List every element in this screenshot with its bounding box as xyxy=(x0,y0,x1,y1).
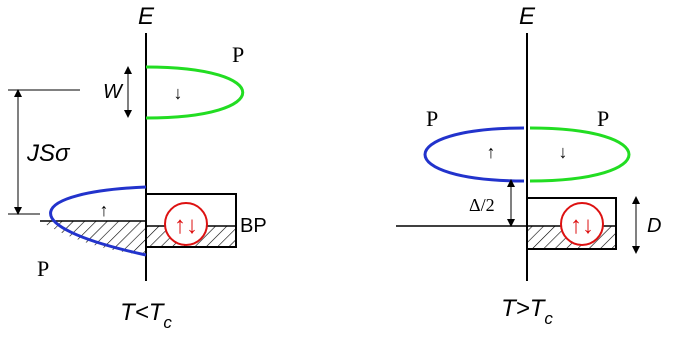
right-bipolaron-pair-circle xyxy=(560,202,604,246)
exchange-splitting-label: JSσ xyxy=(26,140,71,167)
left-condition-label: T<Tc xyxy=(120,299,172,332)
left-energy-axis-label: E xyxy=(138,3,155,30)
right-spin-down-polaron-band xyxy=(529,126,631,183)
right-bipolaron-pair-symbol: ↑↓ xyxy=(570,213,594,239)
right-left-band-label: P xyxy=(426,106,438,131)
left-condition-base: T<T xyxy=(120,299,166,326)
right-energy-axis-label: E xyxy=(519,3,536,30)
left-lower-band-label: P xyxy=(37,256,49,281)
bipolaron-band-label: BP xyxy=(240,215,267,237)
right-spin-up-arrow: ↑ xyxy=(487,142,496,162)
left-upper-spin-down-arrow: ↓ xyxy=(174,83,183,103)
right-panel: E P ↑ P ↓ Δ/2 ↑↓ D T>Tc xyxy=(396,3,661,328)
left-lower-polaron-band xyxy=(49,185,147,257)
left-lower-spin-up-arrow: ↑ xyxy=(100,200,109,220)
right-right-band-label: P xyxy=(597,106,609,131)
gap-label: Δ/2 xyxy=(469,195,495,215)
bipolaron-pair-circle xyxy=(164,202,208,246)
bandwidth-label: W xyxy=(103,81,124,103)
right-spin-down-arrow: ↓ xyxy=(559,142,568,162)
right-condition-label: T>Tc xyxy=(501,295,553,328)
left-upper-polaron-band xyxy=(145,65,245,120)
binding-label: D xyxy=(647,215,661,237)
left-upper-band-label: P xyxy=(232,42,244,67)
left-condition-subscript: c xyxy=(163,313,172,332)
left-panel: E P ↓ W JSσ P ↑ ↑↓ BP T<Tc xyxy=(8,3,267,332)
bipolaron-pair-symbol: ↑↓ xyxy=(174,213,198,239)
right-spin-up-polaron-band xyxy=(423,126,525,183)
right-condition-subscript: c xyxy=(544,309,553,328)
right-condition-base: T>T xyxy=(501,295,547,322)
